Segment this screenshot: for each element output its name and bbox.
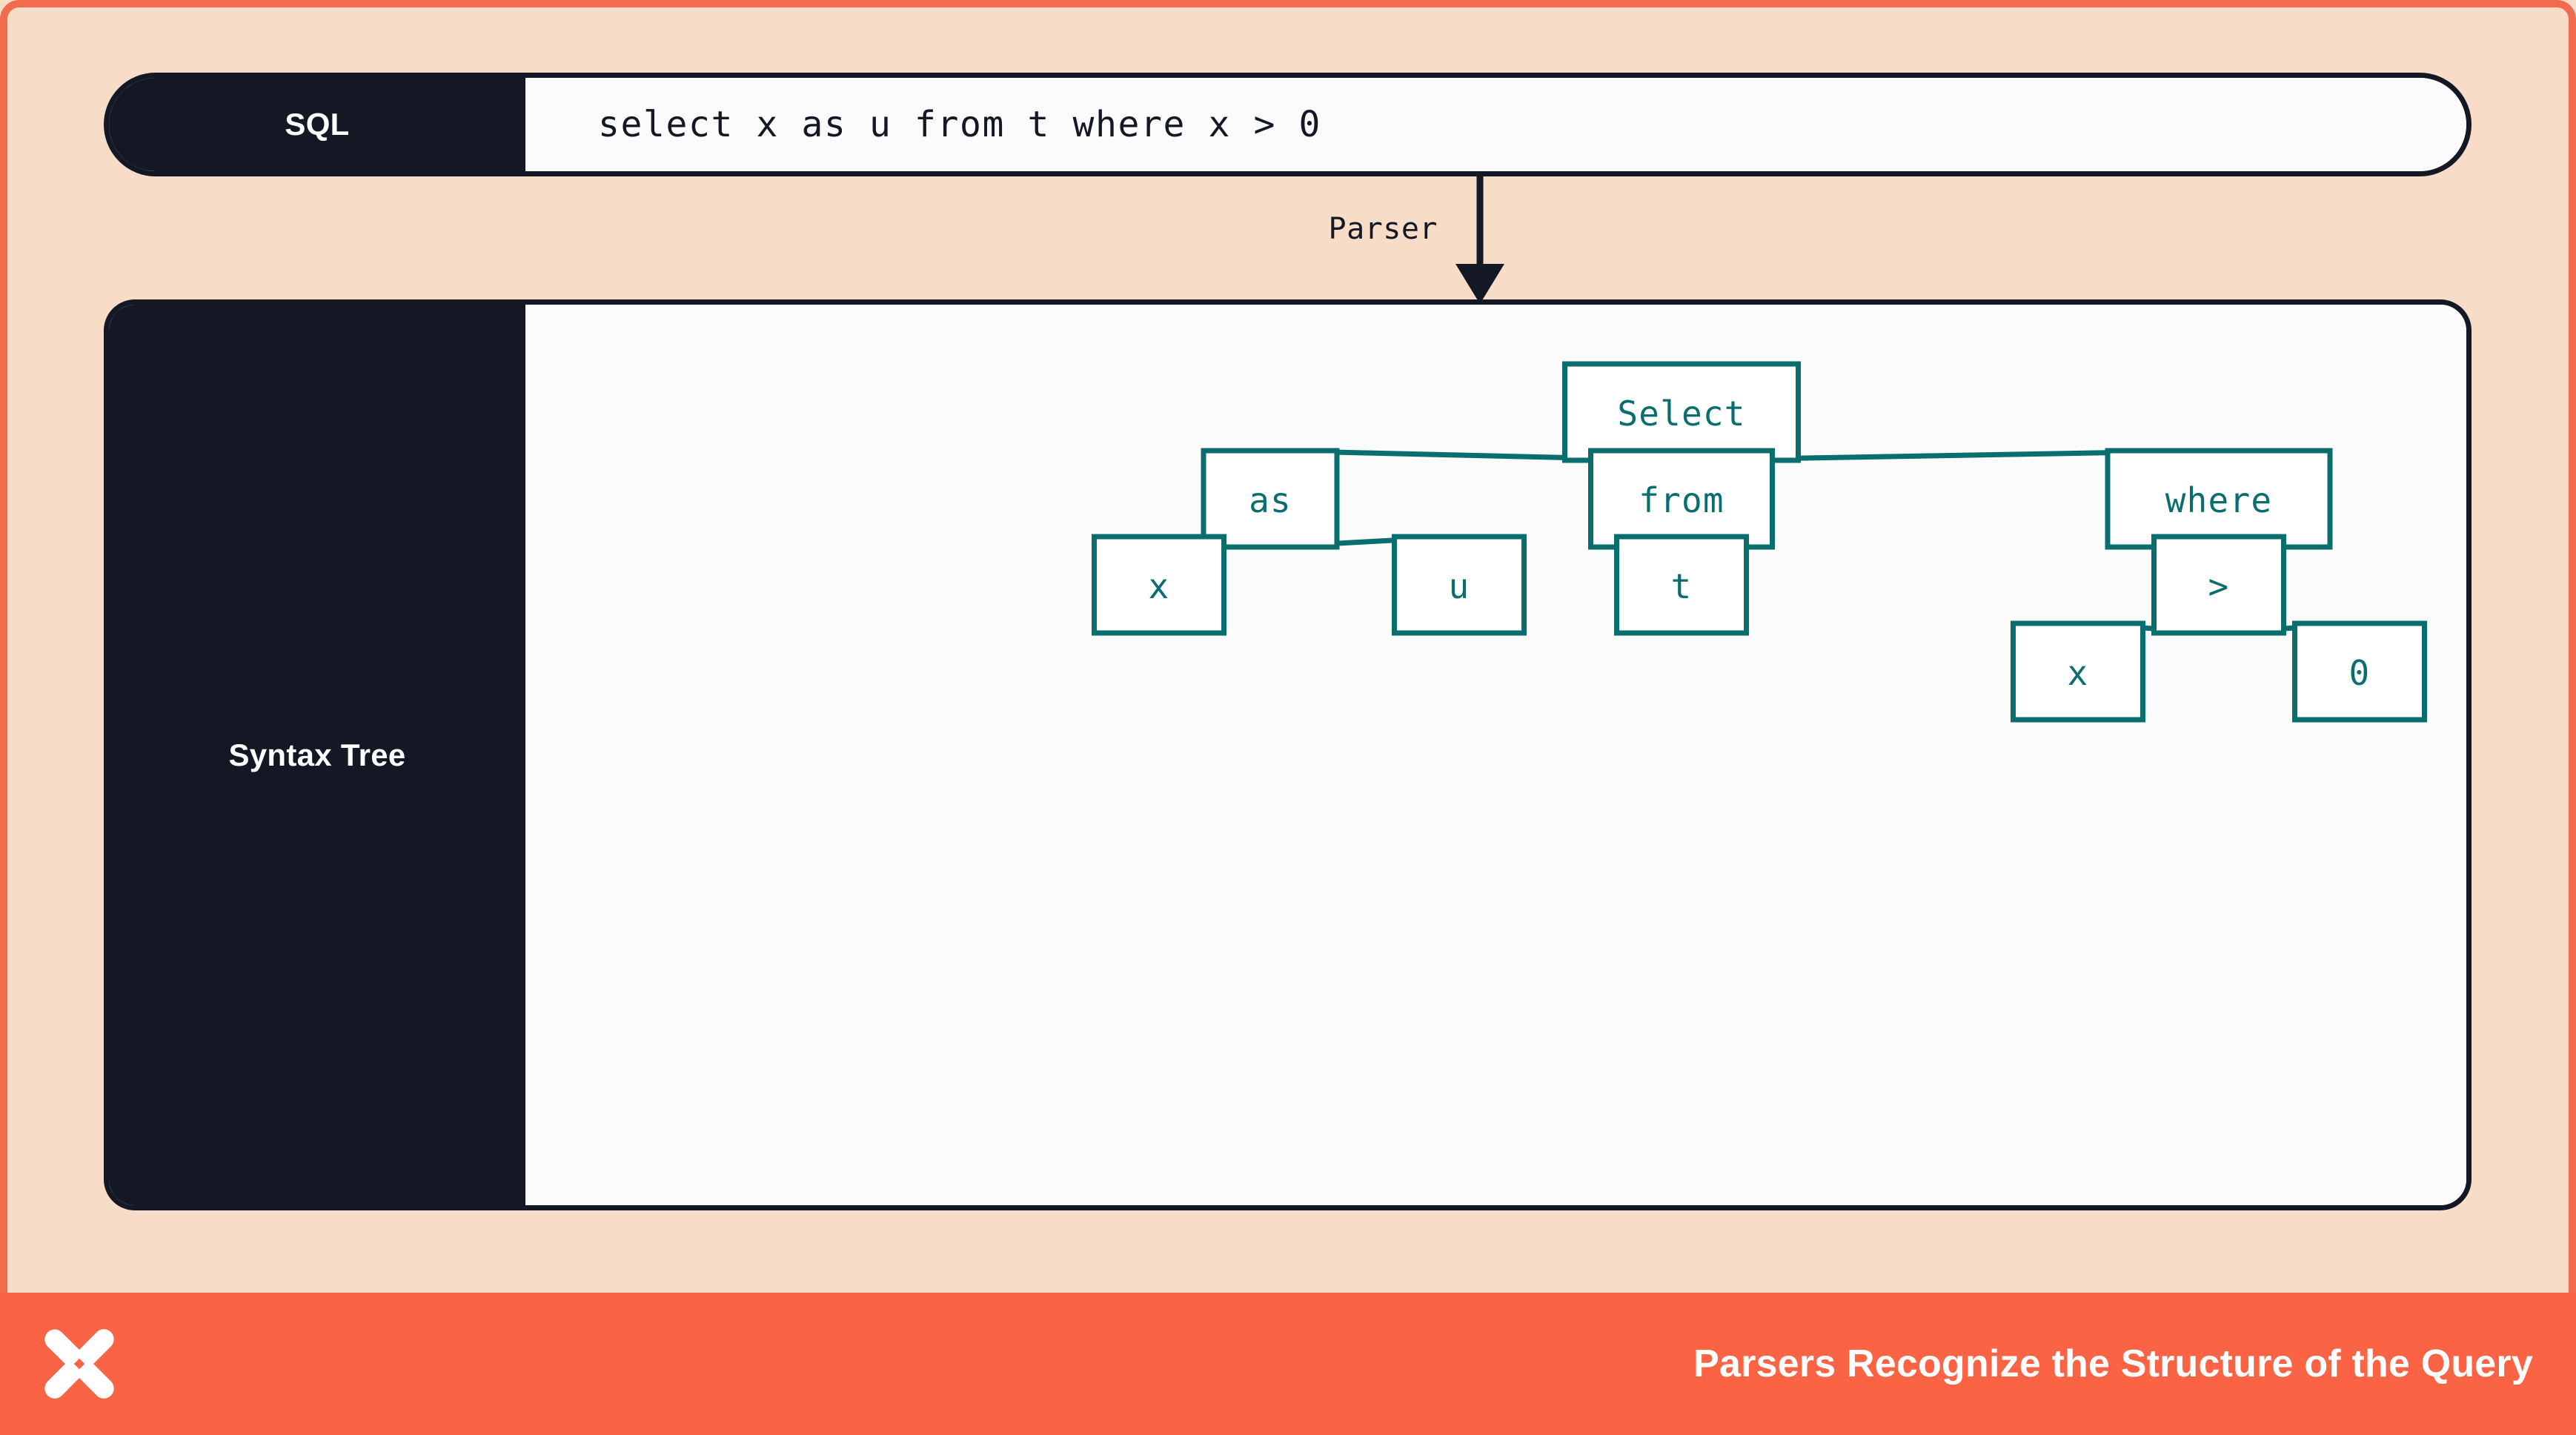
tree-node: 0 xyxy=(2292,620,2427,723)
tree-node-label: t xyxy=(1671,566,1693,606)
tree-node-label: > xyxy=(2208,566,2230,606)
tree-node: as xyxy=(1201,448,1340,550)
tree-node-label: x xyxy=(2068,653,2089,693)
tree-node-box xyxy=(2292,620,2427,723)
footer-caption: Parsers Recognize the Structure of the Q… xyxy=(1693,1342,2533,1385)
tree-node-box xyxy=(2011,620,2145,723)
tree-node-box xyxy=(2151,534,2286,636)
tree-node: u xyxy=(1392,534,1527,636)
parser-transform-group: Parser xyxy=(1260,176,1571,308)
x-mark-logo-icon xyxy=(44,1329,114,1399)
tree-node-label: Select xyxy=(1617,394,1745,434)
tree-node-group: Select as from where x u t > x 0 xyxy=(1092,361,2427,723)
tree-node-box xyxy=(1614,534,1749,636)
tree-node-label: 0 xyxy=(2349,653,2371,693)
sql-row: SQL select x as u from t where x > 0 xyxy=(104,73,2472,176)
tree-node: where xyxy=(2105,448,2333,550)
arrow-down-icon xyxy=(1455,176,1504,304)
syntax-tree-graphic: Select as from where x u t > x 0 xyxy=(1092,361,2427,723)
tree-node-label: as xyxy=(1249,480,1292,520)
syntax-tree-label-cell: Syntax Tree xyxy=(109,305,525,1205)
tree-node-box xyxy=(1092,534,1226,636)
tree-node: Select xyxy=(1562,361,1801,463)
tree-node: t xyxy=(1614,534,1749,636)
tree-node: x xyxy=(1092,534,1226,636)
tree-node-label: u xyxy=(1449,566,1470,606)
syntax-tree-canvas: Select as from where x u t > x 0 xyxy=(525,305,2466,1205)
sql-query-text: select x as u from t where x > 0 xyxy=(598,104,1321,145)
tree-node-box xyxy=(2105,448,2333,550)
sql-row-label-cell: SQL xyxy=(109,78,525,171)
footer-bar: Parsers Recognize the Structure of the Q… xyxy=(0,1293,2576,1435)
tree-node-label: x xyxy=(1149,566,1170,606)
parser-label: Parser xyxy=(1328,212,1438,246)
tree-node: > xyxy=(2151,534,2286,636)
tree-node-box xyxy=(1392,534,1527,636)
sql-row-label: SQL xyxy=(285,107,350,142)
tree-node: from xyxy=(1588,448,1775,550)
tree-node-label: where xyxy=(2165,480,2272,520)
syntax-tree-panel: Syntax Tree Select as from where x u t > x 0 xyxy=(104,299,2472,1210)
syntax-tree-label: Syntax Tree xyxy=(228,737,406,772)
tree-node: x xyxy=(2011,620,2145,723)
sql-query-cell: select x as u from t where x > 0 xyxy=(525,78,2466,171)
tree-node-label: from xyxy=(1639,480,1724,520)
tree-node-box xyxy=(1201,448,1340,550)
